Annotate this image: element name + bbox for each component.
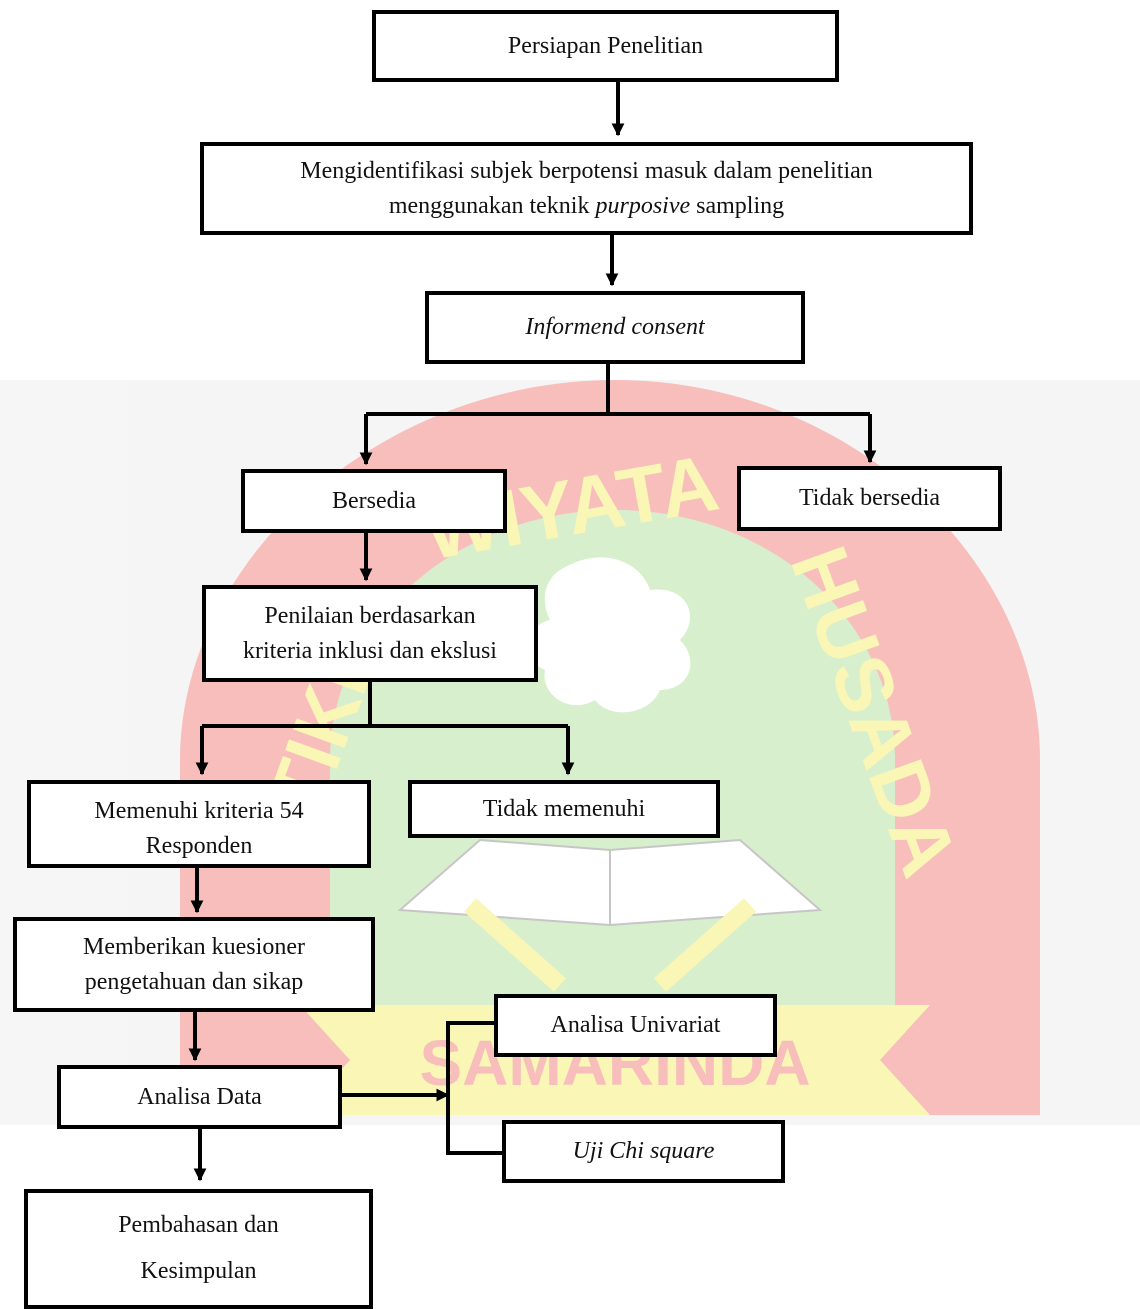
node-identifikasi-subjek: Mengidentifikasi subjek berpotensi masuk…	[200, 142, 973, 235]
node-label-line1: Penilaian berdasarkan	[264, 602, 476, 629]
node-label: Tidak bersedia	[798, 485, 941, 512]
node-label-line2-before: menggunakan teknik	[388, 192, 596, 219]
node-memberikan-kuesioner: Memberikan kuesioner pengetahuan dan sik…	[13, 917, 375, 1012]
node-label: Analisa Data	[137, 1083, 262, 1110]
node-bersedia: Bersedia	[241, 469, 507, 533]
node-label-line1: Memenuhi kriteria 54	[94, 798, 304, 824]
node-label-line2: kriteria inklusi dan ekslusi	[243, 637, 497, 664]
node-label: Tidak memenuhi	[482, 795, 646, 822]
logo-crossed-pens-icon	[464, 898, 756, 992]
node-persiapan-penelitian: Persiapan Penelitian	[372, 10, 839, 82]
node-label-line2: Responden	[145, 832, 253, 859]
node-memenuhi-kriteria: Memenuhi kriteria 54 Responden	[27, 780, 371, 868]
node-label-line2-after: sampling	[690, 192, 785, 219]
node-label-line2: pengetahuan dan sikap	[84, 968, 304, 995]
node-uji-chi-square: Uji Chi square	[502, 1120, 785, 1183]
node-penilaian-kriteria: Penilaian berdasarkan kriteria inklusi d…	[202, 585, 538, 682]
node-label-line2: Kesimpulan	[140, 1257, 257, 1284]
node-analisa-univariat: Analisa Univariat	[494, 994, 777, 1057]
node-pembahasan-kesimpulan: Pembahasan dan Kesimpulan	[24, 1189, 373, 1309]
node-label: Informend consent	[525, 314, 705, 341]
node-label-line1: Memberikan kuesioner	[83, 933, 305, 960]
logo-cloud-icon	[528, 557, 691, 713]
node-label-line2-italic: purposive	[595, 192, 691, 219]
node-label: Bersedia	[332, 487, 416, 514]
node-informed-consent: Informend consent	[425, 291, 805, 364]
node-tidak-bersedia: Tidak bersedia	[737, 466, 1002, 531]
node-label: Analisa Univariat	[550, 1012, 721, 1039]
node-label: Uji Chi square	[572, 1138, 715, 1165]
node-label: Persiapan Penelitian	[507, 32, 704, 59]
node-label-line1: Pembahasan dan	[118, 1212, 279, 1238]
node-analisa-data: Analisa Data	[57, 1065, 342, 1129]
node-label-line1: Mengidentifikasi subjek berpotensi masuk…	[300, 157, 873, 184]
node-tidak-memenuhi: Tidak memenuhi	[408, 780, 720, 838]
line-tests-bracket	[446, 1021, 503, 1155]
